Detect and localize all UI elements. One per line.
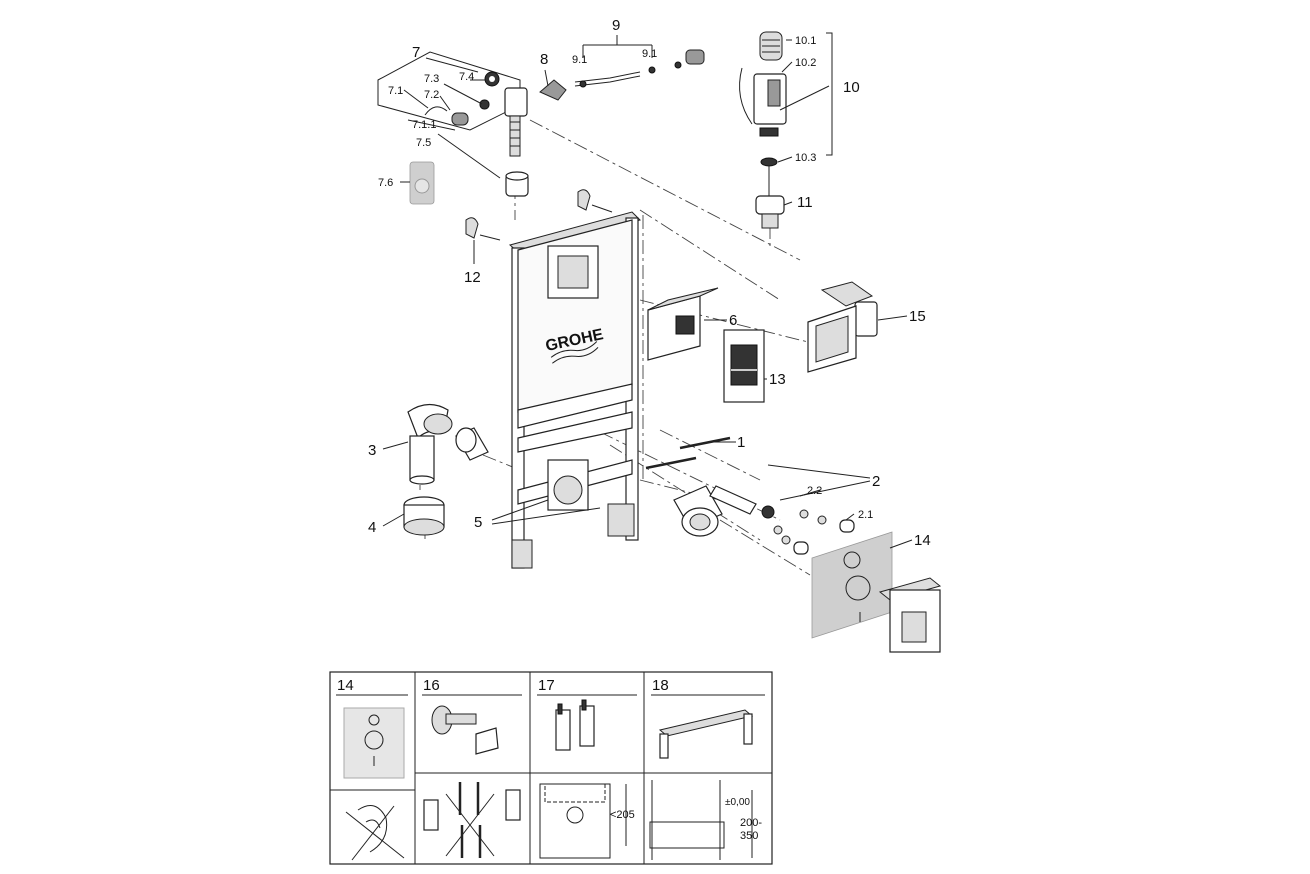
- callout-4: 4: [368, 519, 376, 536]
- callout-12: 12: [464, 269, 481, 286]
- table-cell-18-stand: [658, 709, 754, 759]
- callout-2: 2: [872, 473, 880, 490]
- height-range-top: 200-: [740, 817, 762, 829]
- table-cell-18-height-adjust: ±0,00 200- 350: [649, 780, 762, 860]
- table-cell-16-bracket: [431, 705, 499, 755]
- callout-9: 9: [612, 17, 620, 34]
- callout-11: 11: [797, 194, 813, 211]
- table-header-18: 18: [652, 677, 669, 694]
- callout-9-1a: 9.1: [572, 54, 587, 66]
- callout-7-3: 7.3: [424, 73, 439, 85]
- part-14-sound-insulation: [811, 531, 942, 653]
- wc-frame: GROHE: [508, 211, 641, 569]
- table-cell-17-clips: [555, 699, 595, 751]
- part-5-brackets: [491, 499, 601, 525]
- height-range-bottom: 350: [740, 830, 758, 842]
- callout-10: 10: [843, 79, 860, 96]
- part-13-flush-plate: [723, 329, 765, 403]
- callout-7-1: 7.1: [388, 85, 403, 97]
- table-cell-17-frame-height: <205: [539, 783, 635, 859]
- callout-3: 3: [368, 442, 376, 459]
- callout-7-5: 7.5: [416, 137, 431, 149]
- leader-lines: [382, 39, 913, 549]
- callout-15: 15: [909, 308, 926, 325]
- table-header-14: 14: [337, 677, 354, 694]
- zero-level-label: ±0,00: [725, 797, 750, 808]
- table-header-17: 17: [538, 677, 555, 694]
- part-4-drain-cap: [403, 496, 445, 536]
- callout-6: 6: [729, 312, 737, 329]
- part-10-flush-valve: [739, 31, 833, 229]
- parts-1-2-bolts: [645, 436, 855, 555]
- table-cell-14-insulation: [343, 707, 405, 779]
- part-8-9-hose: [539, 35, 705, 101]
- callout-10-2: 10.2: [795, 57, 816, 69]
- callout-9-1b: 9.1: [642, 48, 657, 60]
- callout-13: 13: [769, 371, 786, 388]
- accessory-table: 14 16 17 18: [329, 671, 773, 865]
- table-cell-16-fixings-crossed: [423, 782, 521, 858]
- part-7-fill-valve-group: [377, 51, 529, 205]
- table-header-16: 16: [423, 677, 440, 694]
- callout-10-1: 10.1: [795, 35, 816, 47]
- part-12-wall-anchors: [465, 189, 613, 241]
- callout-2-1: 2.1: [858, 509, 873, 521]
- callout-7-1-1: 7.1.1: [412, 119, 436, 131]
- part-3-drain-bend: [407, 403, 489, 485]
- callout-1: 1: [737, 434, 745, 451]
- part-6-service-box: [647, 287, 719, 361]
- part-15-plate-frame: [807, 281, 878, 373]
- max-height-label: <205: [610, 809, 635, 821]
- callout-5: 5: [474, 514, 482, 531]
- callout-2-2: 2.2: [807, 485, 822, 497]
- callout-14: 14: [914, 532, 931, 549]
- callout-labels: 7 7.4 7.3 7.1 7.2 7.1.1 7.5 7.6 8 9 9.1 …: [368, 17, 931, 549]
- ear-crossed-icon: [345, 805, 405, 861]
- callout-8: 8: [540, 51, 548, 68]
- callout-7-6: 7.6: [378, 177, 393, 189]
- callout-7: 7: [412, 44, 420, 61]
- callout-7-2: 7.2: [424, 89, 439, 101]
- callout-7-4: 7.4: [459, 71, 474, 83]
- callout-10-3: 10.3: [795, 152, 816, 164]
